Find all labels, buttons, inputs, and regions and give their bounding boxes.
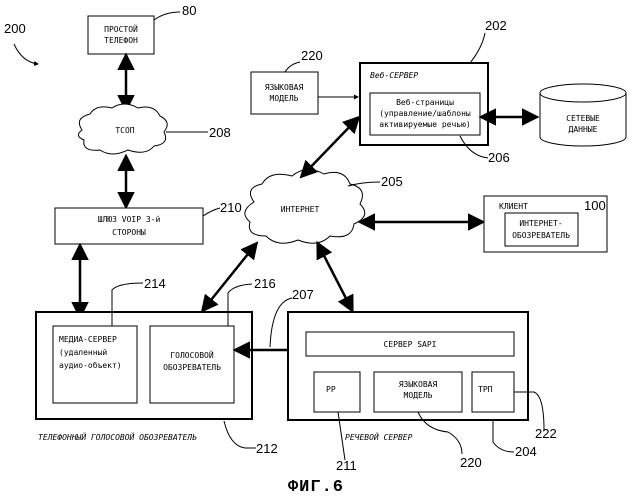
language-model-label-2: МОДЕЛЬ (270, 94, 299, 103)
ref-222: 222 (535, 426, 557, 441)
internet-label: ИНТЕРНЕТ (281, 205, 320, 214)
network-data-label-1: СЕТЕВЫЕ (566, 114, 600, 123)
media-server-label-2: (удаленный (59, 348, 107, 357)
language-model-2-label-2: МОДЕЛЬ (404, 391, 433, 400)
ref-216: 216 (254, 276, 276, 291)
rr-label: РР (326, 385, 336, 394)
phone-label-1: ПРОСТОЙ (104, 23, 138, 34)
network-data-label-2: ДАННЫЕ (569, 125, 598, 134)
internet-voice-link (203, 244, 256, 310)
ref-220-bottom: 220 (460, 455, 482, 470)
gateway-label-1: ШЛЮЗ VOIP 3-й (98, 215, 161, 224)
ref-205: 205 (381, 174, 403, 189)
ref-212: 212 (256, 441, 278, 456)
ref-208: 208 (209, 125, 231, 140)
web-pages-label-2: (управление/шаблоны (379, 108, 471, 118)
ref-80: 80 (182, 3, 196, 18)
voice-browser-label-2: ОБОЗРЕВАТЕЛЬ (163, 363, 221, 372)
ref-210: 210 (220, 200, 242, 215)
simple-phone-box (88, 16, 154, 54)
ref-206: 206 (488, 150, 510, 165)
gateway-label-2: СТОРОНЫ (112, 228, 146, 237)
pstn-label: ТСОП (115, 126, 134, 135)
client-title: КЛИЕНТ (499, 202, 528, 211)
ref-200-pointer (14, 44, 38, 64)
web-pages-label-3: активируемые речью) (379, 120, 471, 129)
internet-browser-label-1: ИНТЕРНЕТ- (519, 219, 562, 228)
ref-202-leader (470, 33, 485, 63)
web-server-title: Веб-СЕРВЕР (370, 70, 418, 80)
trp-label: ТРП (478, 385, 493, 394)
ref-80-leader (154, 12, 180, 20)
ref-220-top-leader (285, 62, 300, 72)
ref-100: 100 (584, 198, 606, 213)
language-model-2-label-1: ЯЗЫКОВАЯ (399, 380, 438, 389)
phone-label-2: ТЕЛЕФОН (104, 36, 138, 45)
language-model-box (251, 72, 318, 114)
ref-202: 202 (485, 18, 507, 33)
internet-browser-box (505, 213, 578, 246)
rr-box (314, 372, 360, 412)
internet-browser-label-2: ОБОЗРЕВАТЕЛЬ (512, 231, 570, 240)
sapi-server-label: СЕРВЕР SAPI (384, 340, 437, 349)
voip-gateway-box (55, 208, 203, 244)
ref-207: 207 (292, 287, 314, 302)
web-pages-label-1: Веб-страницы (396, 97, 454, 107)
media-server-label-1: МЕДИА-СЕРВЕР (59, 335, 117, 344)
language-model-label-1: ЯЗЫКОВАЯ (265, 83, 304, 92)
internet-speech-link (318, 244, 352, 310)
ref-212-leader (224, 421, 256, 448)
ref-204-leader (493, 420, 514, 452)
internet-web-link (302, 118, 358, 176)
voice-browser-label-1: ГОЛОСОВОЙ (170, 349, 214, 360)
ref-211: 211 (336, 458, 357, 473)
ref-220-top: 220 (301, 48, 323, 63)
figure-label: ФИГ.6 (288, 478, 344, 497)
telephony-caption: ТЕЛЕФОННЫЙ ГОЛОСОВОЙ ОБОЗРЕВАТЕЛЬ (38, 431, 197, 442)
ref-210-leader (203, 208, 220, 216)
ref-204: 204 (515, 444, 537, 459)
ref-200: 200 (4, 21, 26, 36)
media-server-label-3: аудио-объект) (59, 360, 122, 370)
network-data-cylinder-top (540, 84, 626, 102)
ref-214: 214 (144, 276, 166, 291)
speech-server-caption: РЕЧЕВОЙ СЕРВЕР (345, 431, 413, 442)
